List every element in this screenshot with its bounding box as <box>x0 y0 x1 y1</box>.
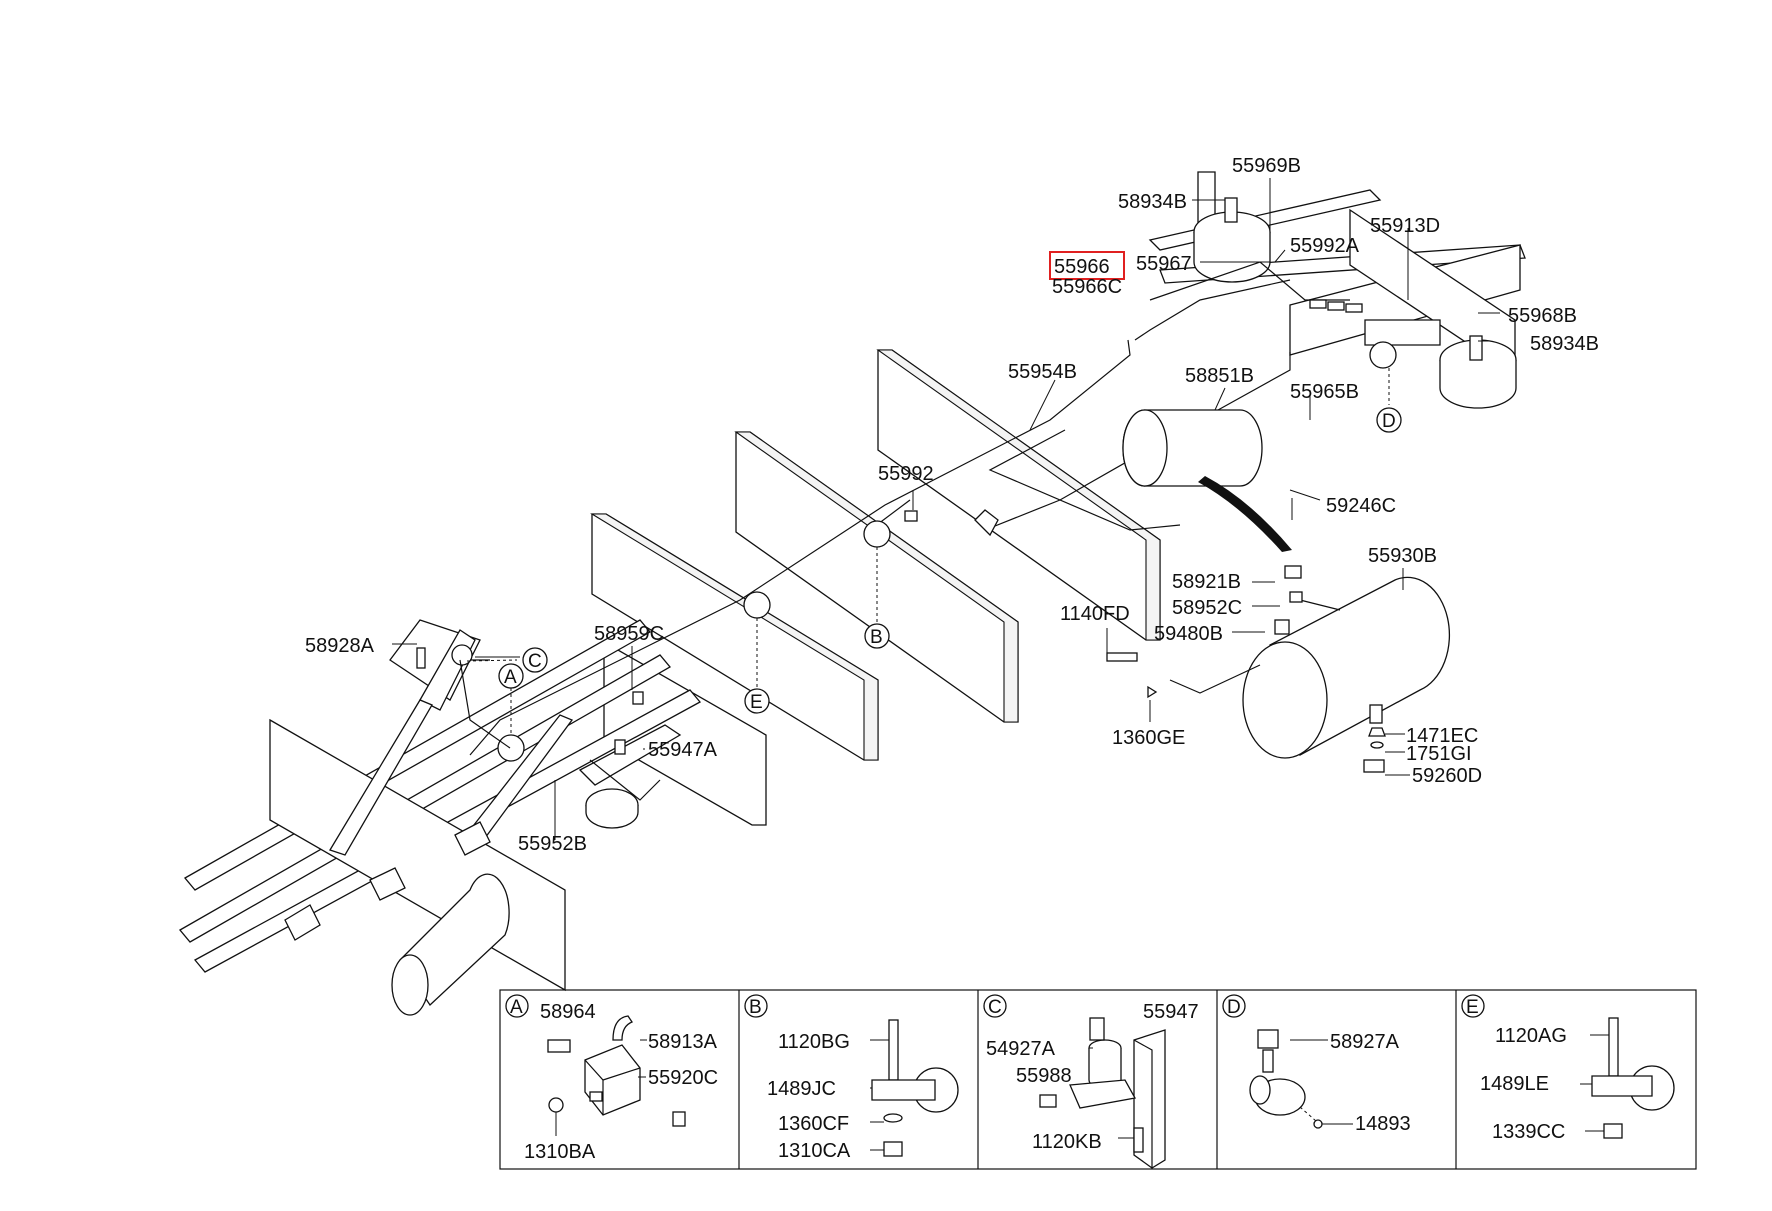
detail-a-label-4: 1310BA <box>524 1141 596 1163</box>
svg-text:A: A <box>504 667 517 688</box>
svg-text:D: D <box>1227 997 1241 1018</box>
detail-A: A 58964 58913A 55920C 1310BA <box>505 994 718 1163</box>
callout-55968B: 55968B <box>1508 305 1577 327</box>
callout-55969B: 55969B <box>1232 155 1301 177</box>
callout-1751GI: 1751GI <box>1406 743 1472 765</box>
svg-text:B: B <box>749 997 762 1018</box>
detail-a-label-1: 58964 <box>540 1001 596 1023</box>
callout-1140FD: 1140FD <box>1060 603 1130 625</box>
floor-connectors <box>466 368 1390 735</box>
callout-55954B: 55954B <box>1008 361 1077 383</box>
callout-55965B: 55965B <box>1290 381 1359 403</box>
detail-E: E 1120AG 1489LE 1339CC <box>1461 994 1675 1143</box>
callout-58934B-top: 58934B <box>1118 191 1187 213</box>
callout-58959C: 58959C <box>594 623 664 645</box>
detail-a-label-2: 58913A <box>648 1031 718 1053</box>
detail-e-label-3: 1339CC <box>1492 1121 1565 1143</box>
callout-58921B: 58921B <box>1172 571 1241 593</box>
svg-text:D: D <box>1382 411 1396 432</box>
detail-b-label-3: 1360CF <box>778 1113 849 1135</box>
ref-circle-B <box>864 623 890 649</box>
detail-b-label-1: 1120BG <box>778 1031 850 1053</box>
detail-c-label-4: 1120KB <box>1032 1131 1102 1153</box>
callout-55913D: 55913D <box>1370 215 1440 237</box>
detail-b-label-2: 1489JC <box>767 1078 836 1100</box>
detail-e-label-2: 1489LE <box>1480 1073 1549 1095</box>
ref-circle-E <box>744 688 770 714</box>
detail-a-label-3: 55920C <box>648 1067 718 1089</box>
detail-D: D 58927A 14893 <box>1222 994 1411 1135</box>
callout-1360GE: 1360GE <box>1112 727 1185 749</box>
detail-C: C 55947 54927A 55988 1120KB <box>983 994 1199 1169</box>
svg-text:E: E <box>1466 997 1479 1018</box>
tank-55930B <box>1106 565 1451 773</box>
callout-55966[interactable]: 55966 <box>1054 256 1110 278</box>
callout-55930B: 55930B <box>1368 545 1437 567</box>
detail-c-label-3: 55988 <box>1016 1065 1072 1087</box>
detail-d-label-1: 58927A <box>1330 1031 1400 1053</box>
callout-55967: 55967 <box>1136 253 1192 275</box>
reference-markers: C A B E D <box>498 407 1402 714</box>
tank-58851B <box>1122 409 1292 552</box>
svg-text:C: C <box>988 997 1002 1018</box>
callout-58851B: 58851B <box>1185 365 1254 387</box>
callout-59480B: 59480B <box>1154 623 1223 645</box>
detail-strip: A 58964 58913A 55920C 1310BA B 1120BG 14… <box>499 989 1697 1170</box>
callout-55966C: 55966C <box>1052 276 1122 298</box>
svg-text:E: E <box>750 692 763 713</box>
callout-58934B-right: 58934B <box>1530 333 1599 355</box>
detail-c-label-1: 55947 <box>1143 1001 1199 1023</box>
callout-59260D: 59260D <box>1412 765 1482 787</box>
callout-1471EC: 1471EC <box>1406 725 1478 747</box>
leader-lines <box>392 178 1500 840</box>
callout-58928A: 58928A <box>305 635 375 657</box>
detail-d-label-2: 14893 <box>1355 1113 1411 1135</box>
highlight-box-55966 <box>1049 251 1125 280</box>
detail-c-label-2: 54927A <box>986 1038 1056 1060</box>
svg-text:A: A <box>510 997 523 1018</box>
front-frame <box>179 619 702 1016</box>
svg-text:C: C <box>528 651 542 672</box>
ref-circle-D <box>1376 407 1402 433</box>
callout-59246C: 59246C <box>1326 495 1396 517</box>
callout-55992A: 55992A <box>1290 235 1360 257</box>
callout-55947A: 55947A <box>648 739 718 761</box>
svg-text:B: B <box>870 627 883 648</box>
callout-55952B: 55952B <box>518 833 587 855</box>
ref-circle-A <box>498 663 524 689</box>
detail-e-label-1: 1120AG <box>1495 1025 1567 1047</box>
ref-circle-C <box>522 647 548 673</box>
callout-58952C: 58952C <box>1172 597 1242 619</box>
detail-b-label-4: 1310CA <box>778 1140 851 1162</box>
detail-B: B 1120BG 1489JC 1360CF 1310CA <box>744 994 959 1162</box>
callout-55992: 55992 <box>878 463 934 485</box>
rear-frame <box>1148 171 1526 409</box>
callout-labels: 55969B 58934B 55913D 55992A 55966 55967 … <box>305 155 1599 855</box>
